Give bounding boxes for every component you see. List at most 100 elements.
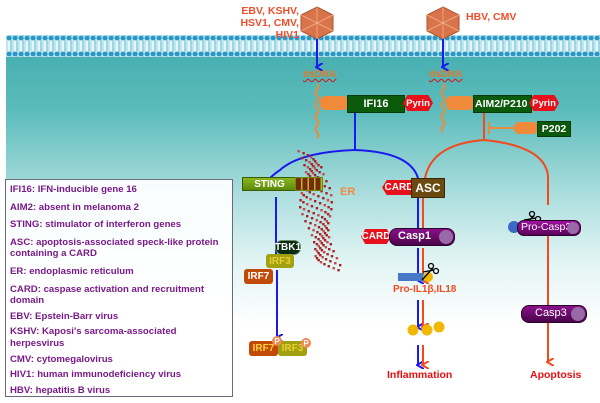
er-dot xyxy=(323,185,326,188)
virus-label-right: HBV, CMV xyxy=(466,11,517,23)
aim2-to-asc-line xyxy=(424,139,485,179)
er-dot xyxy=(306,166,310,169)
er-dot xyxy=(323,218,327,221)
er-dot xyxy=(312,165,315,168)
er-dot xyxy=(315,257,319,260)
tbk1-node: TBK1 xyxy=(274,240,302,255)
er-dot xyxy=(315,219,318,222)
er-dot xyxy=(325,220,329,223)
er-dot xyxy=(303,164,306,167)
er-dot xyxy=(338,264,342,267)
virus-label-line2: HSV1, CMV, HIV1 xyxy=(240,17,299,41)
er-dot xyxy=(320,242,324,245)
er-dot xyxy=(316,250,319,253)
er-dot xyxy=(320,235,324,238)
er-dot xyxy=(323,251,326,254)
ifi16-node: IFI16 xyxy=(347,95,405,113)
er-dot xyxy=(306,154,310,157)
er-dot xyxy=(313,167,317,170)
er-dot xyxy=(329,260,332,263)
er-dot xyxy=(302,194,305,197)
abbreviation-legend: IFI16: IFN-inducible gene 16 AIM2: absen… xyxy=(5,179,233,397)
er-dot xyxy=(332,267,335,270)
er-dot xyxy=(312,193,315,196)
card-domain-casp1: CARD xyxy=(361,229,391,244)
irf3-node: IRF3 xyxy=(266,254,294,268)
er-dot xyxy=(302,152,305,155)
legend-item: EBV: Epstein-Barr virus xyxy=(10,310,119,322)
er-dot xyxy=(320,209,323,212)
er-dot xyxy=(300,192,304,195)
er-dot xyxy=(308,161,311,164)
er-dot xyxy=(315,169,318,172)
er-dot xyxy=(299,199,302,202)
er-dot xyxy=(318,202,322,205)
er-dot xyxy=(324,246,328,249)
er-dot xyxy=(317,245,321,248)
er-dot xyxy=(327,265,330,268)
er-dot xyxy=(323,239,327,242)
dsdna-label-left: dsDNA xyxy=(303,69,337,80)
er-dot xyxy=(317,238,320,241)
er-dot xyxy=(314,236,317,239)
pro-il-domain xyxy=(423,272,433,282)
er-dot xyxy=(325,227,328,230)
virus-icon-right xyxy=(426,6,460,40)
er-dot xyxy=(319,221,322,224)
er-dot xyxy=(305,215,309,218)
er-dot xyxy=(313,160,317,163)
legend-item: ASC: apoptosis-associated speck-like pro… xyxy=(10,236,219,260)
casp1-domain xyxy=(439,230,453,244)
er-dot xyxy=(328,187,331,190)
er-dot xyxy=(322,223,325,226)
er-dot xyxy=(330,255,334,258)
er-dot xyxy=(313,174,317,177)
phospho-badge-irf3: P xyxy=(301,338,311,348)
er-dot xyxy=(326,241,329,244)
er-dot xyxy=(323,232,327,235)
phospho-badge-irf7: P xyxy=(272,336,282,346)
er-dot xyxy=(310,205,314,208)
er-dot xyxy=(304,220,307,223)
virus-label-line1: EBV, KSHV, xyxy=(241,5,299,17)
legend-item: IFI16: IFN-inducible gene 16 xyxy=(10,184,137,195)
er-dot xyxy=(322,244,325,247)
cell-membrane xyxy=(6,35,600,57)
er-dot xyxy=(315,207,319,210)
er-dot xyxy=(323,204,326,207)
er-dot xyxy=(312,158,315,161)
er-dot xyxy=(305,196,308,199)
er-dot xyxy=(329,243,333,246)
legend-item: STING: stimulator of interferon genes xyxy=(10,219,182,231)
er-dot xyxy=(310,156,313,159)
er-dot xyxy=(320,216,324,219)
er-dot xyxy=(320,249,324,252)
er-dot xyxy=(320,166,323,169)
aim2-to-casp3-line xyxy=(483,139,549,177)
er-dot xyxy=(311,172,315,175)
er-dot xyxy=(304,159,308,162)
pro-casp3-node: Pro-Casp3 xyxy=(517,220,581,236)
er-dot xyxy=(318,233,322,236)
pro-casp3-label: Pro-Casp3 xyxy=(521,221,572,233)
er-dot xyxy=(327,222,330,225)
er-dot xyxy=(315,243,319,246)
er-dot xyxy=(319,254,322,257)
er-dot xyxy=(319,247,322,250)
er-dot xyxy=(316,231,319,234)
virus-icon-left xyxy=(300,6,334,40)
er-dot xyxy=(313,224,317,227)
er-dot xyxy=(297,150,300,153)
virus-label-left: EBV, KSHV, HSV1, CMV, HIV1 xyxy=(215,5,299,41)
er-dot xyxy=(309,198,312,201)
er-dot xyxy=(324,225,327,228)
irf3-phospho-node: IRF3 xyxy=(278,341,307,356)
er-dot xyxy=(317,214,320,217)
er-dot xyxy=(302,208,306,211)
er-dot xyxy=(310,234,314,237)
er-dot xyxy=(312,229,315,232)
er-dot xyxy=(327,206,330,209)
er-dot xyxy=(309,222,312,225)
er-dot xyxy=(325,234,328,237)
